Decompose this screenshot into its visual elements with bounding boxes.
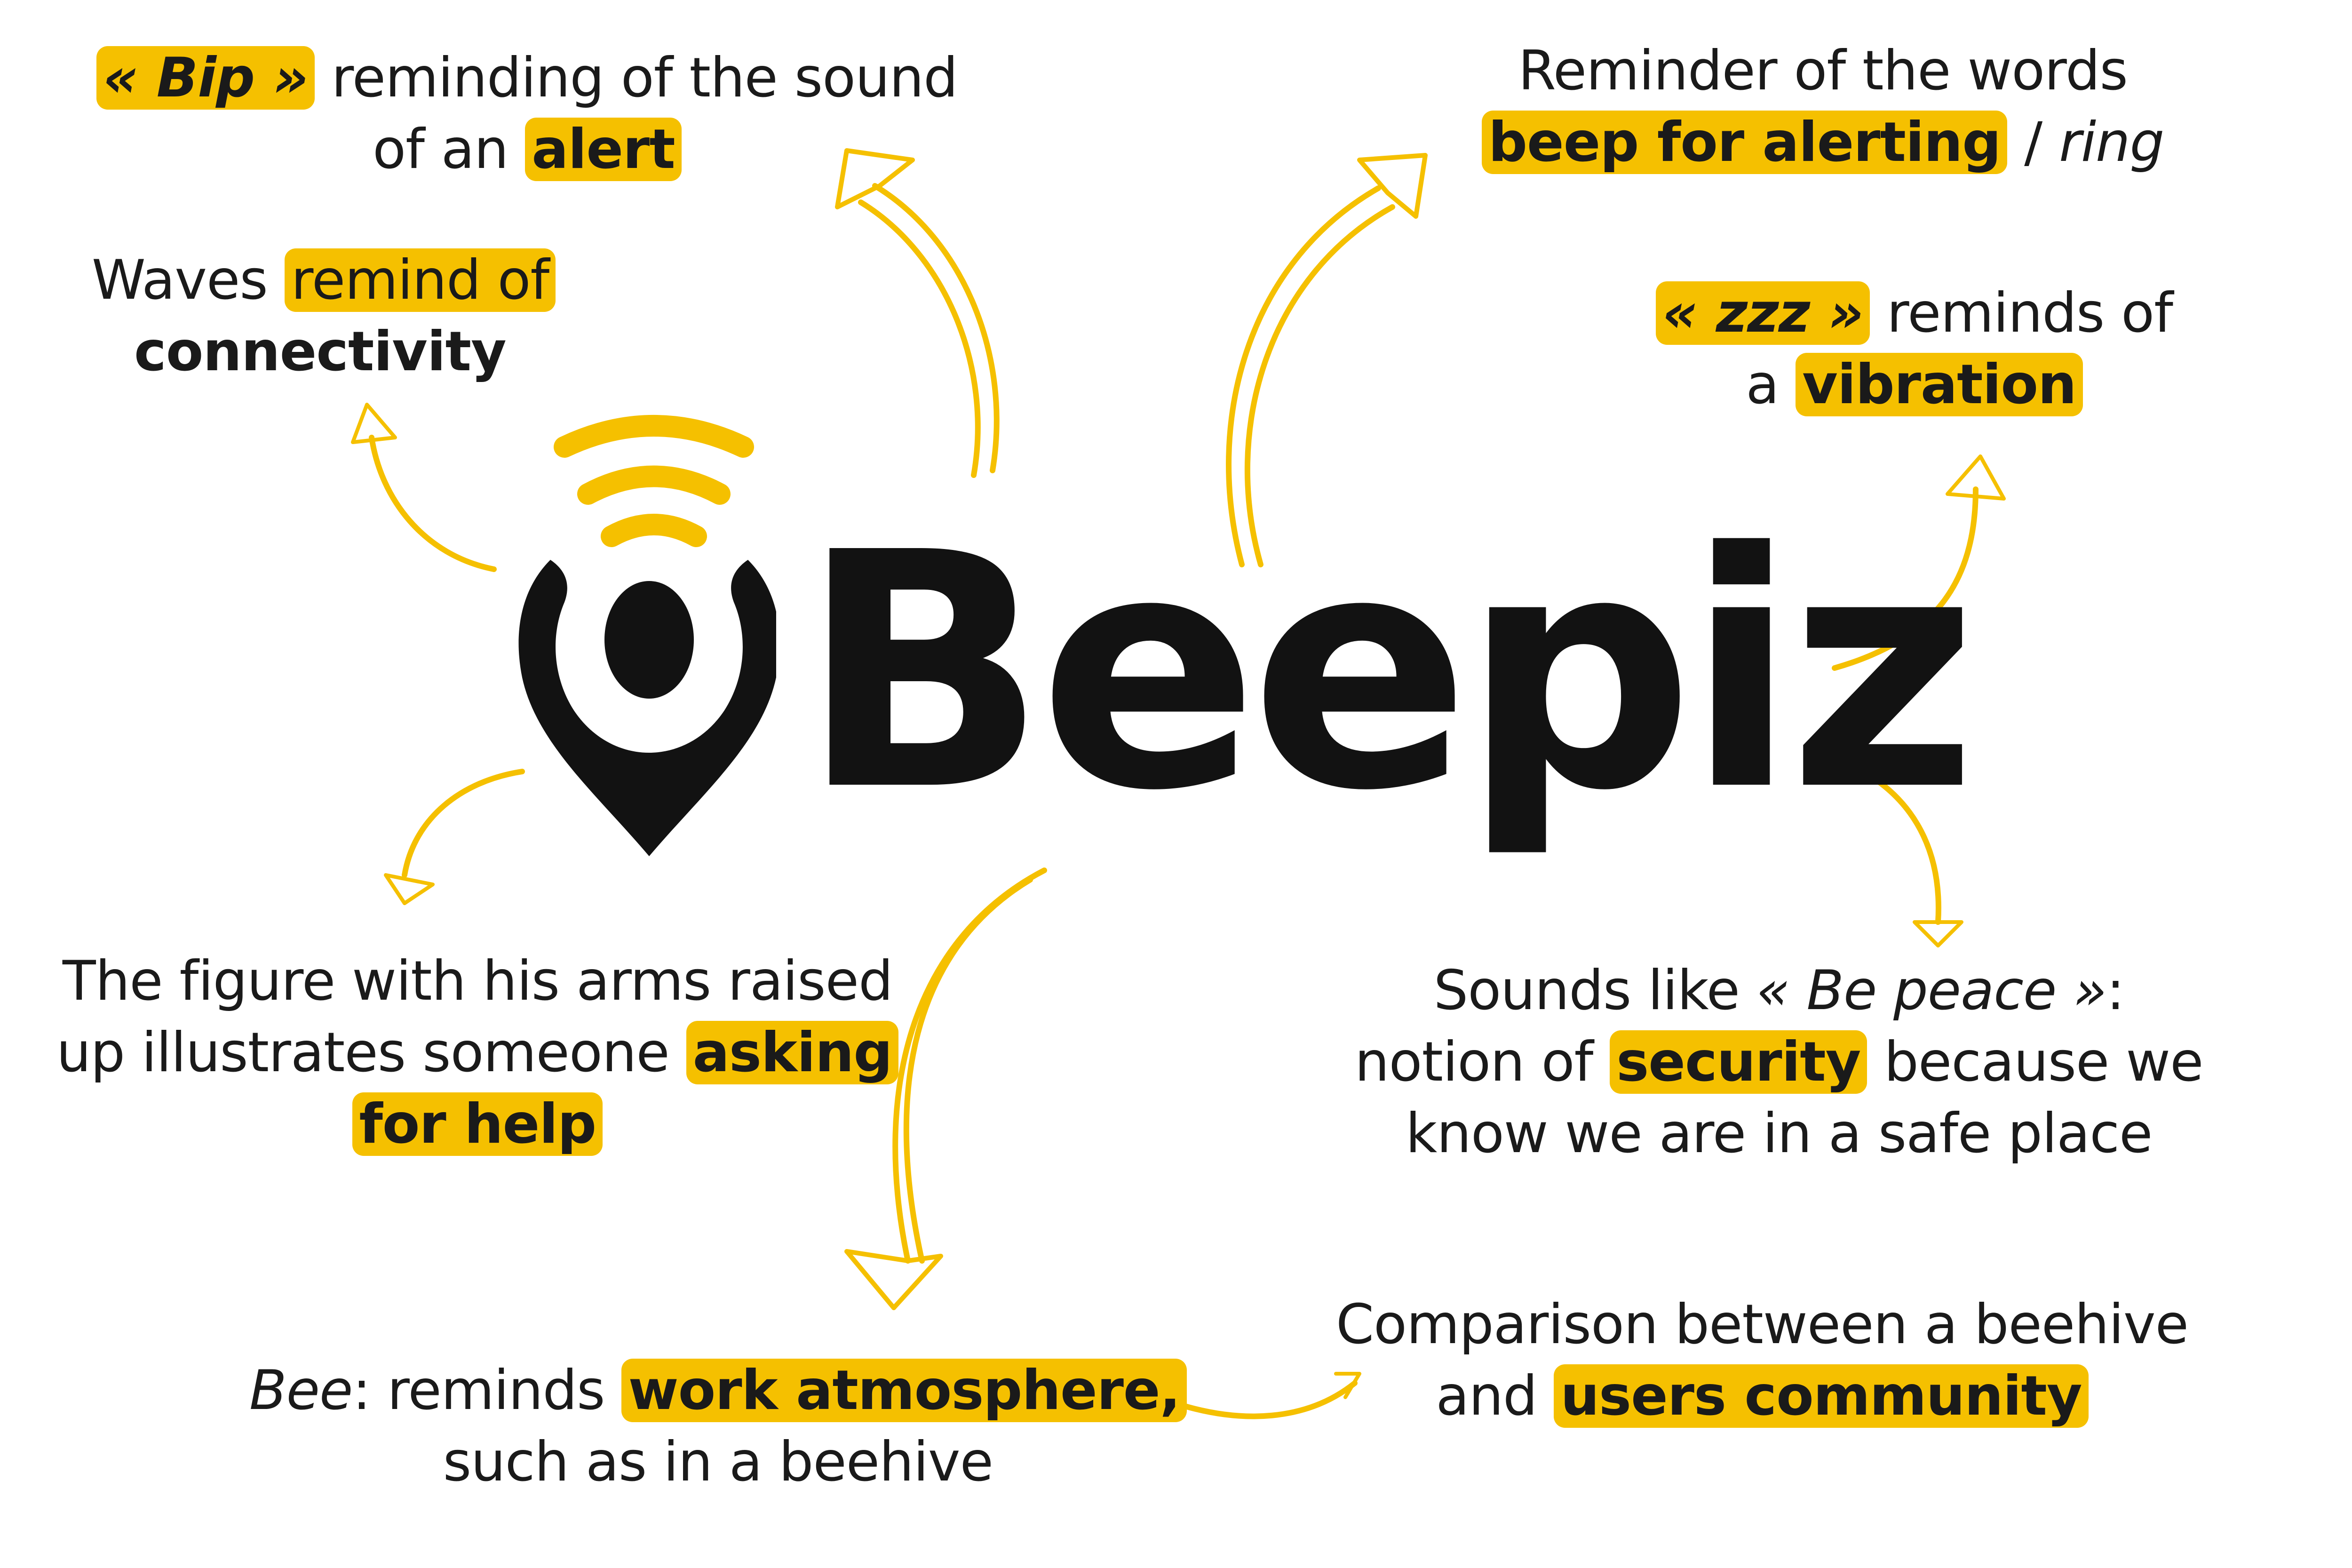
peace-text-1: Sounds like xyxy=(1433,959,1756,1022)
highlight-alert: alert xyxy=(525,118,682,181)
highlight-remind-of: remind of xyxy=(284,248,556,312)
bold-connectivity: connectivity xyxy=(134,320,507,383)
arrow-to-beehive xyxy=(1168,1372,1361,1419)
person-pin-with-signal-waves-icon xyxy=(518,415,776,856)
highlight-beep-for-alerting: beep for alerting xyxy=(1482,111,2008,174)
zzz-text-1: reminds of xyxy=(1870,281,2173,345)
highlight-users-community: users community xyxy=(1554,1364,2089,1428)
brand-wordmark: Beepiz xyxy=(800,484,1978,861)
note-figure: The figure with his arms raised up illus… xyxy=(56,946,899,1160)
note-reminder: Reminder of the words beep for alerting … xyxy=(1482,35,2164,178)
highlight-vibration: vibration xyxy=(1796,353,2083,416)
arrow-to-bee xyxy=(844,868,1047,1310)
peace-line-3: know we are in a safe place xyxy=(1406,1102,2153,1165)
highlight-for-help: for help xyxy=(352,1092,603,1156)
reminder-sep: / xyxy=(2007,111,2059,174)
note-waves: Waves remind of connectivity xyxy=(92,245,556,388)
note-beehive: Comparison between a beehive and users c… xyxy=(1336,1289,2189,1432)
bee-text-1: : reminds xyxy=(352,1359,622,1422)
highlight-work-atmosphere: work atmosphere, xyxy=(621,1359,1187,1422)
waves-text-1: Waves xyxy=(92,248,285,312)
bip-text-1: reminding of the sound xyxy=(314,46,958,110)
italic-be-peace: « Be peace » xyxy=(1756,959,2107,1022)
reminder-text-1: Reminder of the words xyxy=(1518,39,2128,103)
beehive-line-1: Comparison between a beehive xyxy=(1336,1293,2189,1356)
bee-line-2: such as in a beehive xyxy=(443,1430,993,1494)
italic-bee: Bee xyxy=(249,1359,353,1422)
peace-text-3: because we xyxy=(1867,1030,2203,1094)
figure-line-1: The figure with his arms raised xyxy=(62,949,893,1013)
peace-text-2: notion of xyxy=(1355,1030,1610,1094)
arrow-to-waves xyxy=(351,403,497,572)
italic-ring: ring xyxy=(2059,111,2164,174)
highlight-bip-quote: « Bip » xyxy=(96,46,315,110)
note-bee: Bee: reminds work atmosphere, such as in… xyxy=(249,1355,1187,1498)
figure-line-2: up illustrates someone xyxy=(56,1021,686,1084)
bip-text-2: of an xyxy=(373,118,525,181)
arrow-to-reminder xyxy=(1226,153,1428,567)
arrow-to-bip xyxy=(835,148,1000,478)
arrow-to-zzz xyxy=(1832,454,2006,671)
note-zzz: « zzz » reminds of a vibration xyxy=(1656,278,2173,421)
arrow-to-figure xyxy=(384,769,525,905)
beehive-text-2: and xyxy=(1436,1364,1554,1428)
peace-colon: : xyxy=(2106,959,2125,1022)
arrow-to-peace xyxy=(1841,759,1963,947)
note-bip: « Bip » reminding of the sound of an ale… xyxy=(96,42,958,185)
zzz-text-2: a xyxy=(1746,353,1796,416)
note-peace: Sounds like « Be peace »: notion of secu… xyxy=(1355,955,2204,1170)
highlight-asking: asking xyxy=(686,1021,899,1084)
highlight-security: security xyxy=(1610,1030,1867,1094)
highlight-zzz-quote: « zzz » xyxy=(1656,281,1870,345)
